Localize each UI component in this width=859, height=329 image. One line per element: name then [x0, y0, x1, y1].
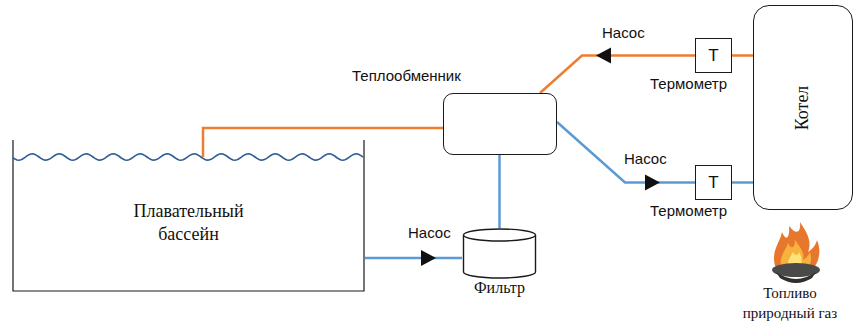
pipe: [557, 122, 695, 183]
filter-outline: [462, 228, 537, 280]
pump-symbol: [596, 48, 611, 64]
thermometer-box: ТТермометр: [695, 165, 732, 200]
filter-cylinder: Фильтр: [462, 228, 537, 298]
pipe: [203, 128, 443, 157]
pump-symbol: [421, 250, 436, 266]
pipe: [732, 181, 753, 184]
node-label: Фильтр: [462, 279, 537, 297]
node-heading: Теплообменник: [352, 67, 461, 85]
node-label: Т: [708, 174, 718, 191]
heat-exchanger-box: Теплообменник: [443, 93, 557, 155]
node-heading: Термометр: [650, 75, 727, 93]
fuel-label: Топливо природный газ: [734, 284, 846, 323]
node-label: Плавательный бассейн: [109, 200, 269, 245]
pump-symbol: [645, 175, 660, 191]
pipe: [498, 155, 501, 228]
pipe: [365, 257, 462, 260]
pipe: [732, 54, 753, 57]
node-label: Котел: [793, 85, 813, 130]
pump-label: Насос: [624, 150, 667, 168]
fire-icon: [772, 222, 820, 283]
pump-label: Насос: [602, 24, 645, 42]
boiler-box: Котел: [753, 5, 853, 210]
node-label: Т: [708, 47, 718, 64]
pump-label: Насос: [408, 224, 451, 242]
pool-tank: Плавательный бассейн: [12, 140, 365, 292]
node-heading: Термометр: [650, 202, 727, 220]
thermometer-box: ТТермометр: [695, 38, 732, 73]
